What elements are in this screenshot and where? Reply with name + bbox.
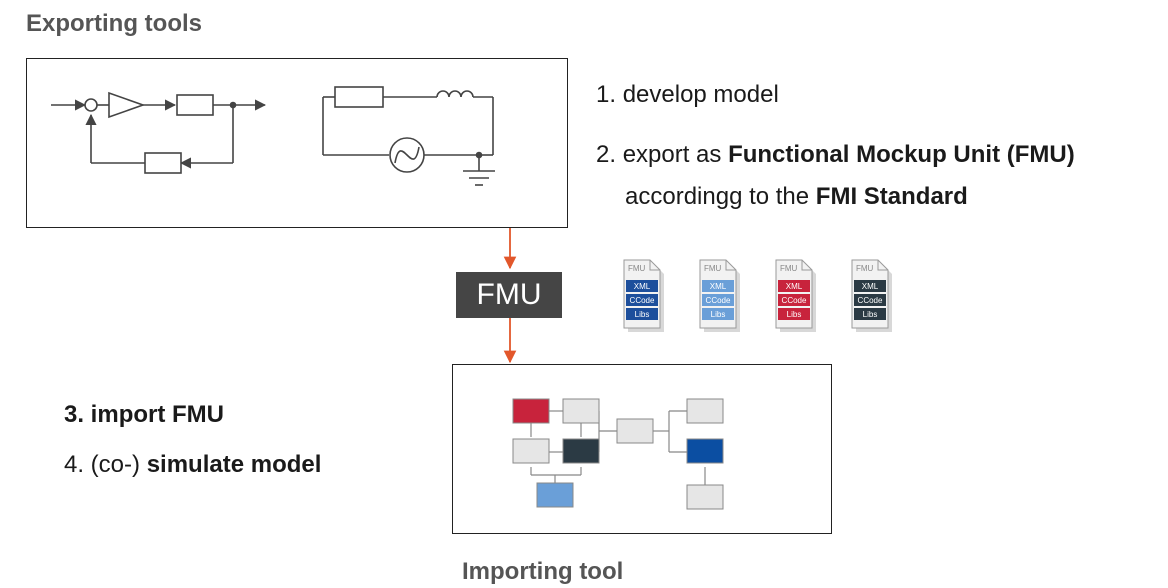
block-blue: [686, 438, 724, 464]
fmu-file-row-label: CCode: [706, 296, 731, 305]
fmu-file-row-band: [854, 308, 886, 320]
fmu-file-row-band: [854, 280, 886, 292]
block-light-blue: [536, 482, 574, 508]
fmu-file-row-band: [778, 308, 810, 320]
fmu-file-header: FMU: [628, 264, 646, 273]
step-2-standard-line: accordingg to the FMI Standard: [625, 183, 968, 210]
fmu-file-row-label: CCode: [782, 296, 807, 305]
fmu-file-row-band: [702, 308, 734, 320]
step-4-simulate-model: 4. (co-) simulate model: [64, 451, 322, 478]
exporting-tools-heading: Exporting tools: [26, 10, 202, 37]
fmu-file-row-label: XML: [634, 282, 651, 291]
block-gray-1: [562, 398, 600, 424]
block-gray-3: [616, 418, 654, 444]
flow-arrows: [503, 228, 517, 364]
fmu-file-row-label: XML: [710, 282, 727, 291]
fmu-file-row-label: XML: [862, 282, 879, 291]
fmu-file-row-band: [626, 280, 658, 292]
fmu-file-row-label: Libs: [711, 310, 726, 319]
importing-tool-heading: Importing tool: [462, 558, 624, 585]
fmu-file-row-label: Libs: [787, 310, 802, 319]
block-gray-2: [512, 438, 550, 464]
fmu-file-row-band: [626, 308, 658, 320]
fmu-file-row-label: Libs: [635, 310, 650, 319]
fmu-file-row-band: [702, 294, 734, 306]
step-2-export: 2. export as Functional Mockup Unit (FMU…: [596, 141, 1075, 168]
fmu-file-row-band: [778, 294, 810, 306]
importing-tool-box: [452, 364, 832, 534]
step-1-develop-model: 1. develop model: [596, 81, 779, 108]
exporting-tools-box: [26, 58, 568, 228]
step-3-import-fmu: 3. import FMU: [64, 401, 224, 428]
fmu-file-row-label: XML: [786, 282, 803, 291]
fmu-file-row-band: [778, 280, 810, 292]
importing-diagram: [512, 398, 724, 510]
fmu-file-row-label: CCode: [630, 296, 655, 305]
fmu-file-header: FMU: [856, 264, 874, 273]
fmu-file-row-band: [626, 294, 658, 306]
component-blocks: [512, 398, 724, 510]
fmu-file-row-band: [702, 280, 734, 292]
fmu-badge: FMU: [456, 272, 562, 318]
block-gray-4: [686, 398, 724, 424]
block-gray-5: [686, 484, 724, 510]
exporting-diagrams: [51, 86, 495, 186]
circuit-diagram: [322, 86, 495, 186]
block-red: [512, 398, 550, 424]
fmu-file-header: FMU: [704, 264, 722, 273]
fmu-file-row-label: Libs: [863, 310, 878, 319]
block-dark: [562, 438, 600, 464]
fmu-file-header: FMU: [780, 264, 798, 273]
fmu-file-row-label: CCode: [858, 296, 883, 305]
fmu-file-row-band: [854, 294, 886, 306]
block-diagram: [51, 91, 267, 174]
